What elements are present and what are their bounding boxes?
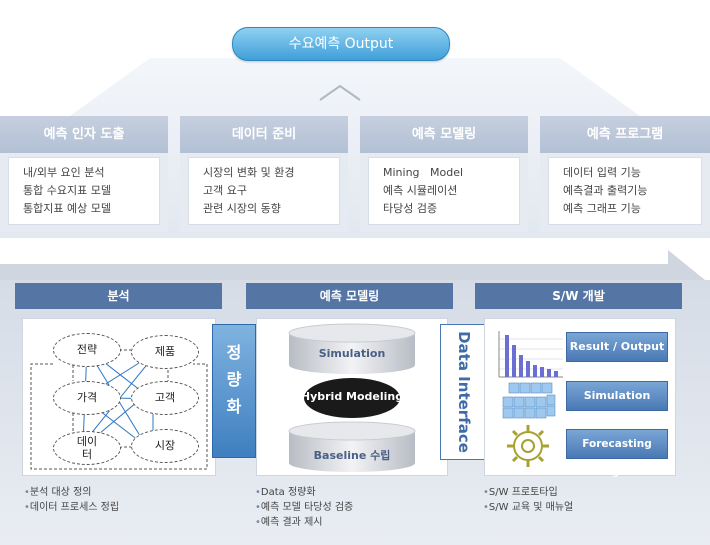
bullet-item: 예측 결과 제시 [255, 515, 450, 530]
card-body: 데이터 입력 기능 예측결과 출력기능 예측 그래프 기능 [548, 157, 702, 225]
card-item: 내/외부 요인 분석 [23, 166, 105, 179]
hybrid-modeling-label: Hybrid Modeling [300, 390, 404, 403]
result-output-box: Result / Output [566, 332, 668, 362]
card-item: 예측 그래프 기능 [563, 202, 641, 215]
card-title: 예측 모델링 [360, 116, 528, 153]
card-item: 관련 시장의 동향 [203, 202, 281, 215]
card-item: 통합지표 예상 모델 [23, 202, 111, 215]
panel-modeling: 예측 모델링 [246, 283, 453, 535]
bullet-item: 예측 모델 타당성 검증 [255, 500, 450, 515]
node-product: 제품 [131, 335, 199, 369]
bullet-item: 데이터 프로세스 정립 [24, 500, 214, 515]
card-item: 예측결과 출력기능 [563, 184, 648, 197]
card-item: 시장의 변화 및 환경 [203, 166, 295, 179]
node-strategy: 전략 [53, 333, 121, 367]
card-item: 고객 요구 [203, 184, 247, 197]
quantify-connector: 정 량 화 [212, 324, 256, 458]
bullet-item: 분석 대상 정의 [24, 485, 214, 500]
node-price: 가격 [53, 381, 121, 415]
output-pill: 수요예측 Output [232, 27, 450, 61]
card-item: 데이터 입력 기능 [563, 166, 641, 179]
bullet-item: S/W 교육 및 매뉴얼 [483, 500, 678, 515]
card-data: 데이터 준비 시장의 변화 및 환경 고객 요구 관련 시장의 동향 [180, 116, 348, 232]
card-title: 예측 프로그램 [540, 116, 710, 153]
baseline-label: Baseline 수립 [313, 449, 391, 462]
card-title: 데이터 준비 [180, 116, 348, 153]
gear-icon [507, 425, 549, 467]
card-item: 통합 수요지표 모델 [23, 184, 111, 197]
panel-analysis: 분석 [15, 283, 222, 535]
cylinder-graphic [288, 323, 416, 472]
simulation-label: Simulation [318, 347, 386, 360]
card-title: 예측 인자 도출 [0, 116, 168, 153]
card-item: Mining Model [383, 166, 464, 179]
cube-grid-icon [502, 382, 556, 419]
card-body: Mining Model 예측 시뮬레이션 타당성 검증 [368, 157, 520, 225]
panel-title: 분석 [15, 283, 222, 309]
card-factor: 예측 인자 도출 내/외부 요인 분석 통합 수요지표 모델 통합지표 예상 모… [0, 116, 168, 232]
roof-background [0, 58, 710, 238]
card-modeling: 예측 모델링 Mining Model 예측 시뮬레이션 타당성 검증 [360, 116, 528, 232]
panel-title: S/W 개발 [475, 283, 682, 309]
sw-bullets: S/W 프로토타입 S/W 교육 및 매뉴얼 [483, 485, 678, 515]
node-data: 데이 터 [53, 431, 121, 465]
modeling-bullets: Data 정량화 예측 모델 타당성 검증 예측 결과 제시 [255, 485, 450, 530]
card-item: 예측 시뮬레이션 [383, 184, 458, 197]
card-body: 내/외부 요인 분석 통합 수요지표 모델 통합지표 예상 모델 [8, 157, 160, 225]
panel-title: 예측 모델링 [246, 283, 453, 309]
card-body: 시장의 변화 및 환경 고객 요구 관련 시장의 동향 [188, 157, 340, 225]
bullet-item: S/W 프로토타입 [483, 485, 678, 500]
data-interface-label: Data Interface [455, 331, 473, 453]
panel-sw: S/W 개발 [475, 283, 682, 535]
simulation-box: Simulation [566, 381, 668, 411]
card-program: 예측 프로그램 데이터 입력 기능 예측결과 출력기능 예측 그래프 기능 [540, 116, 710, 232]
forecasting-engine-box: Forecasting Engine [566, 429, 668, 478]
modeling-area: Simulation Hybrid Modeling Baseline 수립 [256, 318, 448, 476]
node-market: 시장 [131, 429, 199, 463]
bullet-item: Data 정량화 [255, 485, 450, 500]
data-interface-box: Data Interface [440, 324, 488, 460]
card-item: 타당성 검증 [383, 202, 438, 215]
chevron-up-icon [319, 84, 361, 101]
node-customer: 고객 [131, 381, 199, 415]
analysis-network: 전략 제품 가격 고객 데이 터 시장 [22, 318, 216, 476]
analysis-bullets: 분석 대상 정의 데이터 프로세스 정립 [24, 485, 214, 515]
bar-chart-icon [498, 331, 563, 378]
